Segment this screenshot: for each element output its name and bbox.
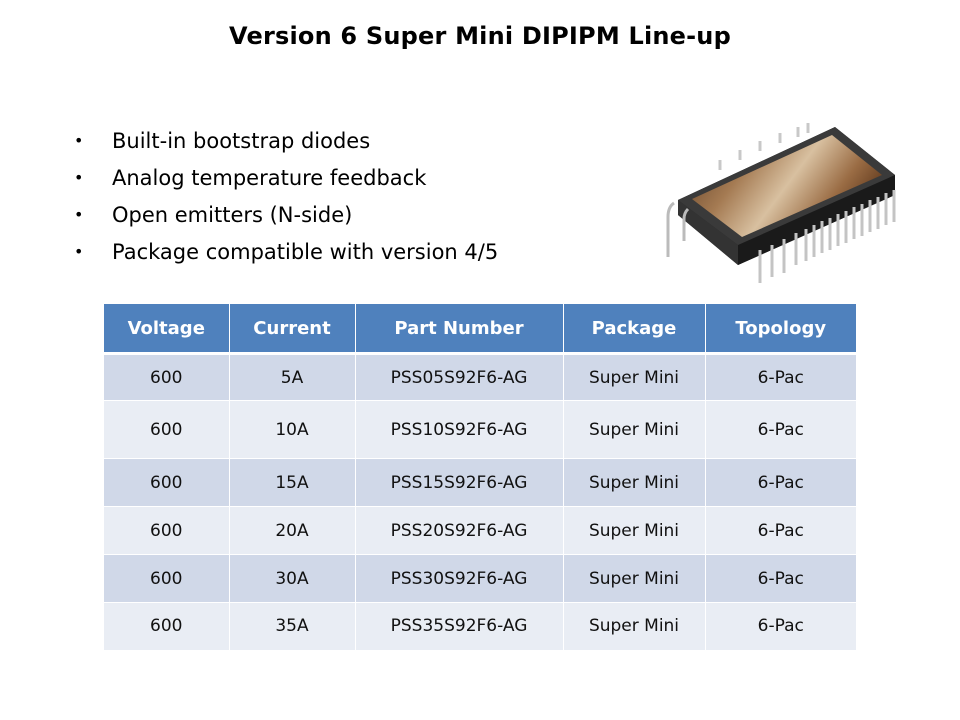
cell-part-number: PSS15S92F6-AG (354, 458, 563, 507)
cell-topology: 6-Pac (704, 506, 856, 555)
cell-part-number: PSS05S92F6-AG (354, 353, 563, 401)
table-row: 600 35A PSS35S92F6-AG Super Mini 6-Pac (104, 602, 856, 650)
feature-text: Package compatible with version 4/5 (112, 239, 499, 264)
cell-package: Super Mini (562, 458, 705, 507)
cell-package: Super Mini (562, 554, 705, 603)
cell-part-number: PSS35S92F6-AG (354, 602, 563, 650)
feature-item: • Analog temperature feedback (72, 159, 498, 196)
cell-current: 15A (228, 458, 355, 507)
cell-topology: 6-Pac (704, 602, 856, 650)
cell-voltage: 600 (104, 400, 229, 459)
cell-current: 10A (228, 400, 355, 459)
header-part-number: Part Number (354, 304, 563, 355)
cell-package: Super Mini (562, 506, 705, 555)
cell-voltage: 600 (104, 458, 229, 507)
slide-title: Version 6 Super Mini DIPIPM Line-up (229, 22, 731, 50)
cell-voltage: 600 (104, 353, 229, 401)
table-row: 600 15A PSS15S92F6-AG Super Mini 6-Pac (104, 458, 856, 507)
table-header-row: Voltage Current Part Number Package Topo… (104, 304, 856, 355)
feature-text: Analog temperature feedback (112, 165, 427, 190)
cell-current: 30A (228, 554, 355, 603)
feature-list: • Built-in bootstrap diodes • Analog tempe… (72, 122, 498, 270)
bullet-icon: • (74, 242, 84, 261)
cell-voltage: 600 (104, 554, 229, 603)
feature-item: • Open emitters (N-side) (72, 196, 498, 233)
header-package: Package (562, 304, 705, 355)
cell-current: 35A (228, 602, 355, 650)
bullet-icon: • (74, 131, 84, 150)
cell-topology: 6-Pac (704, 554, 856, 603)
header-voltage: Voltage (104, 304, 229, 355)
cell-topology: 6-Pac (704, 458, 856, 507)
cell-part-number: PSS20S92F6-AG (354, 506, 563, 555)
cell-part-number: PSS30S92F6-AG (354, 554, 563, 603)
feature-text: Built-in bootstrap diodes (112, 128, 371, 153)
cell-package: Super Mini (562, 400, 705, 459)
cell-current: 20A (228, 506, 355, 555)
bullet-icon: • (74, 205, 84, 224)
feature-item: • Built-in bootstrap diodes (72, 122, 498, 159)
cell-voltage: 600 (104, 602, 229, 650)
cell-part-number: PSS10S92F6-AG (354, 400, 563, 459)
header-topology: Topology (704, 304, 856, 355)
cell-current: 5A (228, 353, 355, 401)
table-row: 600 10A PSS10S92F6-AG Super Mini 6-Pac (104, 400, 856, 459)
cell-package: Super Mini (562, 353, 705, 401)
table-row: 600 20A PSS20S92F6-AG Super Mini 6-Pac (104, 506, 856, 555)
header-current: Current (228, 304, 355, 355)
feature-item: • Package compatible with version 4/5 (72, 233, 498, 270)
feature-text: Open emitters (N-side) (112, 202, 353, 227)
cell-package: Super Mini (562, 602, 705, 650)
product-lineup-table: Voltage Current Part Number Package Topo… (104, 304, 856, 650)
bullet-icon: • (74, 168, 84, 187)
cell-voltage: 600 (104, 506, 229, 555)
cell-topology: 6-Pac (704, 353, 856, 401)
cell-topology: 6-Pac (704, 400, 856, 459)
table-row: 600 5A PSS05S92F6-AG Super Mini 6-Pac (104, 353, 856, 401)
table-row: 600 30A PSS30S92F6-AG Super Mini 6-Pac (104, 554, 856, 603)
ic-module-chip-icon (666, 123, 896, 283)
